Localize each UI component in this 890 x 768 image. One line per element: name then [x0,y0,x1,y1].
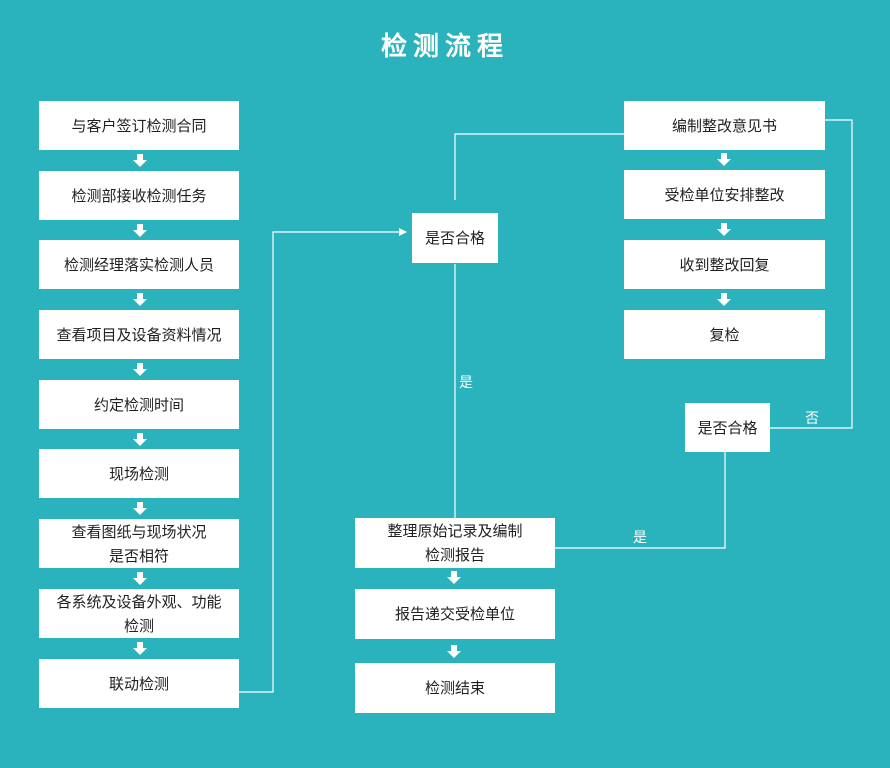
label-no: 否 [805,411,819,427]
arrow-down-icon [717,153,731,166]
arrow-down-icon [133,572,147,585]
label-yes-2: 是 [633,530,647,546]
step-linkage-test: 联动检测 [39,659,239,708]
step-schedule-time: 约定检测时间 [39,380,239,429]
step-rectification-notice: 编制整改意见书 [624,101,825,150]
step-reinspection: 复检 [624,310,825,359]
step-system-function-test: 各系统及设备外观、功能 检测 [39,589,239,638]
arrow-down-icon [133,433,147,446]
arrow-down-icon [133,502,147,515]
step-submit-report: 报告递交受检单位 [355,589,555,639]
arrow-down-icon [717,293,731,306]
line-decision-to-rectify [454,133,624,200]
step-receive-reply: 收到整改回复 [624,240,825,289]
line-decision2-yes [555,452,726,549]
step-onsite-inspection: 现场检测 [39,449,239,498]
arrow-down-icon [133,642,147,655]
arrow-down-icon [447,571,461,584]
arrow-down-icon [133,293,147,306]
decision-pass-1: 是否合格 [412,213,498,263]
arrow-down-icon [133,154,147,167]
step-receive-task: 检测部接收检测任务 [39,171,239,220]
arrow-down-icon [447,645,461,658]
arrow-down-icon [717,223,731,236]
down-arrows [133,153,731,658]
decision-pass-2: 是否合格 [685,403,770,452]
diagram-title: 检测流程 [380,32,509,62]
line-linkage-to-decision [239,228,407,693]
line-no-loop [770,119,853,429]
step-sign-contract: 与客户签订检测合同 [39,101,239,150]
step-inspection-end: 检测结束 [355,663,555,713]
step-compile-report: 整理原始记录及编制 检测报告 [355,518,555,568]
arrow-down-icon [133,363,147,376]
step-check-drawings: 查看图纸与现场状况 是否相符 [39,519,239,568]
step-arrange-rectification: 受检单位安排整改 [624,170,825,219]
label-yes-1: 是 [459,375,473,391]
step-review-documents: 查看项目及设备资料情况 [39,310,239,359]
step-assign-personnel: 检测经理落实检测人员 [39,240,239,289]
arrow-down-icon [133,224,147,237]
